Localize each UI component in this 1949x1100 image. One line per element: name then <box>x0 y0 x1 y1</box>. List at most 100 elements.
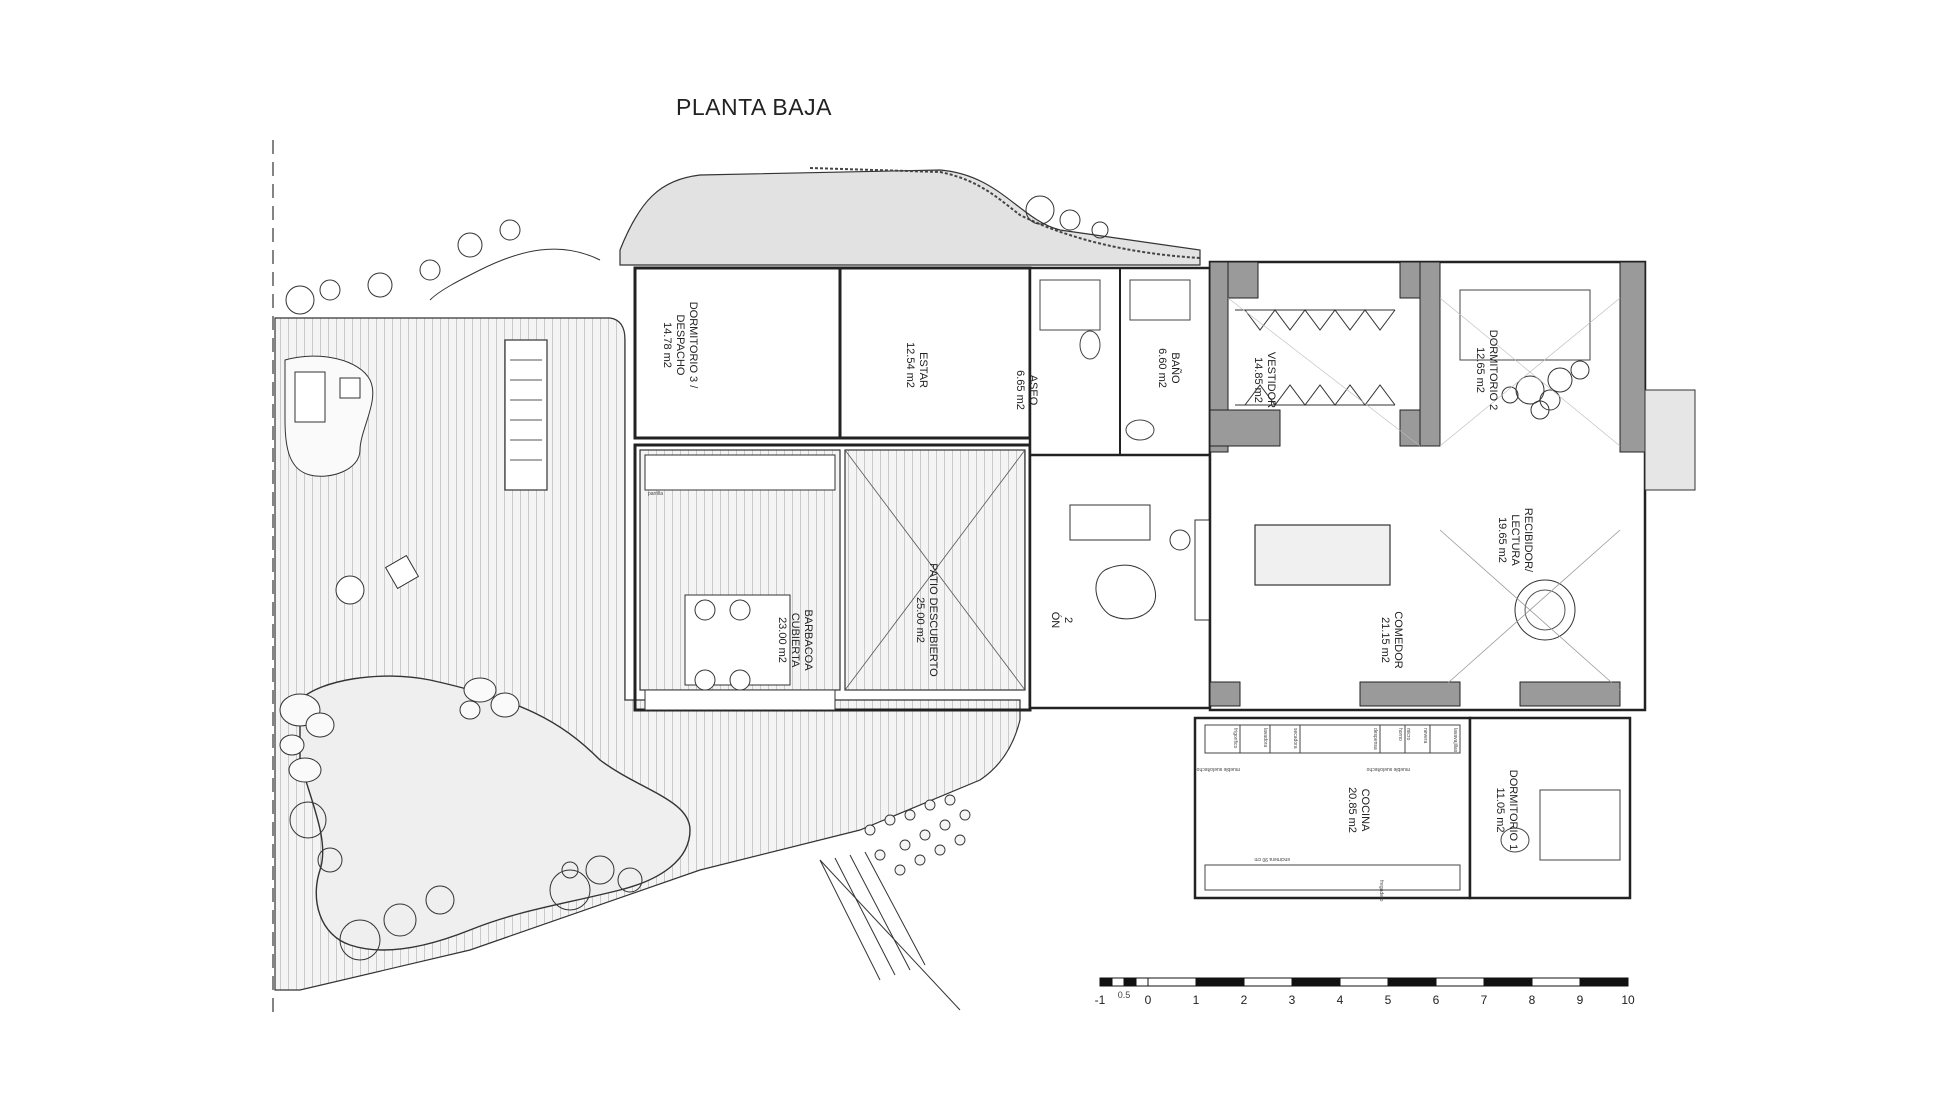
room-labels: DORMITORIO 3 / DESPACHO 14.78 m2 ESTAR 1… <box>661 302 1534 851</box>
thick-walls <box>1209 261 1646 707</box>
steps <box>819 851 961 1011</box>
svg-text:PATIO DESCUBIERTO: PATIO DESCUBIERTO <box>927 563 939 677</box>
scale-segment <box>1123 977 1137 987</box>
bano-area: 6.60 m2 <box>1156 348 1168 388</box>
dorm2-area: 12.65 m2 <box>1474 347 1486 393</box>
patio-name: PATIO DESCUBIERTO <box>927 563 939 677</box>
svg-text:CUBIERTA: CUBIERTA <box>789 613 801 668</box>
svg-text:encimera 90 cm: encimera 90 cm <box>1254 856 1290 862</box>
scale-label: -1 <box>1095 993 1106 1007</box>
scale-label: 2 <box>1241 993 1248 1007</box>
barbacoa-name2: CUBIERTA <box>789 613 801 668</box>
ann-nevera: nevera <box>1422 728 1428 744</box>
dorm3-name2: DESPACHO <box>674 315 686 376</box>
estar-name: ESTAR <box>917 352 929 388</box>
svg-text:14.85 m2: 14.85 m2 <box>1252 357 1264 403</box>
svg-text:ÓN: ÓN <box>1049 612 1062 629</box>
svg-text:BARBACOA: BARBACOA <box>802 609 814 671</box>
scale-segment <box>1435 977 1485 987</box>
scale-segment <box>1195 977 1245 987</box>
lower-shrubs <box>864 794 971 876</box>
dining-table <box>1254 524 1391 586</box>
scale-label: 6 <box>1433 993 1440 1007</box>
scale-segment <box>1483 977 1533 987</box>
ann-lavavajillas: lavavajillas <box>1452 728 1458 753</box>
scale-label: 0.5 <box>1118 990 1131 1000</box>
cocina-area: 20.85 m2 <box>1346 787 1358 833</box>
scale-segment <box>1531 977 1581 987</box>
dorm1-area: 11.05 m2 <box>1494 787 1506 832</box>
garden-bench <box>504 339 548 491</box>
svg-text:micro: micro <box>1405 728 1411 740</box>
entry-gray <box>1644 389 1696 491</box>
svg-text:12.65 m2: 12.65 m2 <box>1474 347 1486 393</box>
scale-label: 0 <box>1145 993 1152 1007</box>
upper-garden-curve <box>429 248 601 301</box>
scale-segment <box>1243 977 1293 987</box>
scale-label: 3 <box>1289 993 1296 1007</box>
svg-text:LECTURA: LECTURA <box>1509 514 1521 566</box>
scale-segment <box>1579 977 1629 987</box>
scale-segment <box>1111 977 1125 987</box>
scale-label: 8 <box>1529 993 1536 1007</box>
scale-label: 7 <box>1481 993 1488 1007</box>
svg-text:nevera: nevera <box>1422 728 1428 744</box>
svg-text:23.00 m2: 23.00 m2 <box>776 617 788 663</box>
estar-area: 12.54 m2 <box>904 342 916 388</box>
svg-text:6.65 m2: 6.65 m2 <box>1014 370 1026 410</box>
svg-text:19.65 m2: 19.65 m2 <box>1496 517 1508 563</box>
svg-text:COMEDOR: COMEDOR <box>1392 611 1404 669</box>
aseo-name: ASEO <box>1027 375 1039 406</box>
plan-title: PLANTA BAJA <box>676 94 832 120</box>
recibidor-name: RECIBIDOR/ <box>1522 508 1534 573</box>
ann-frigorifico: frigorifico <box>1232 728 1238 749</box>
svg-text:21.15 m2: 21.15 m2 <box>1379 617 1391 663</box>
pond-boulders <box>279 677 520 783</box>
ann-micro: micro <box>1405 728 1411 740</box>
scale-segment <box>1099 977 1113 987</box>
scale-segment <box>1387 977 1437 987</box>
vestidor-area: 14.85 m2 <box>1252 357 1264 403</box>
vestidor-name: VESTIDOR <box>1265 352 1277 408</box>
scale-segment <box>1291 977 1341 987</box>
ann-parrilla: parrilla <box>648 491 663 497</box>
aseo-area: 6.65 m2 <box>1014 370 1026 410</box>
svg-text:20.85 m2: 20.85 m2 <box>1346 787 1358 833</box>
scale-label: 4 <box>1337 993 1344 1007</box>
recibidor-area: 19.65 m2 <box>1496 517 1508 563</box>
svg-text:2: 2 <box>1062 617 1074 623</box>
upper-garden-area <box>619 169 1201 266</box>
svg-text:6.60 m2: 6.60 m2 <box>1156 348 1168 388</box>
dorm2-name: DORMITORIO 2 <box>1487 330 1499 410</box>
ann-encimera: encimera 90 cm <box>1254 856 1290 862</box>
svg-text:frigorifico: frigorifico <box>1232 728 1238 749</box>
svg-text:14.78 m2: 14.78 m2 <box>661 322 673 368</box>
svg-text:12.54 m2: 12.54 m2 <box>904 342 916 388</box>
svg-text:ESTAR: ESTAR <box>917 352 929 388</box>
svg-text:DESPACHO: DESPACHO <box>674 315 686 376</box>
dorm3-name: DORMITORIO 3 / <box>687 302 699 390</box>
svg-text:secadora: secadora <box>1292 728 1298 749</box>
svg-text:lavadora: lavadora <box>1262 728 1268 747</box>
scale-label: 10 <box>1621 993 1635 1007</box>
svg-text:RECIBIDOR/: RECIBIDOR/ <box>1522 508 1534 573</box>
dorm1-name: DORMITORIO 1 <box>1507 770 1519 850</box>
bano-name: BAÑO <box>1169 352 1182 384</box>
svg-text:ASEO: ASEO <box>1027 375 1039 406</box>
top-boundary <box>809 167 1201 259</box>
scale-label: 9 <box>1577 993 1584 1007</box>
vestidor-wardrobe <box>1235 309 1396 406</box>
svg-text:COCINA: COCINA <box>1359 789 1371 832</box>
svg-text:11.05 m2: 11.05 m2 <box>1494 787 1506 832</box>
dorm3-area: 14.78 m2 <box>661 322 673 368</box>
svg-text:fregadero: fregadero <box>1378 880 1384 902</box>
svg-text:BAÑO: BAÑO <box>1169 352 1182 384</box>
salon-name: ÓN <box>1049 612 1062 629</box>
ann-despensa: despensa <box>1372 728 1378 750</box>
scale-segment <box>1135 977 1149 987</box>
scale-segment <box>1147 977 1197 987</box>
svg-text:mueble suelo/techo: mueble suelo/techo <box>1366 766 1410 772</box>
svg-text:mueble suelo/techo: mueble suelo/techo <box>1196 766 1240 772</box>
ann-horno: horno <box>1397 728 1403 741</box>
